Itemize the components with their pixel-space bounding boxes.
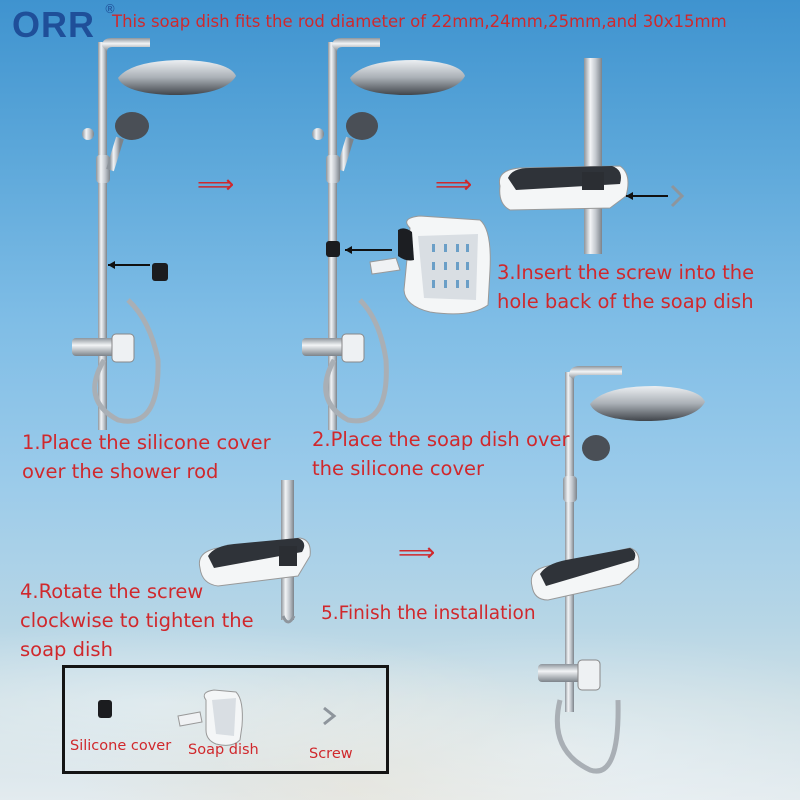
soap-dish-label: Soap dish (188, 742, 259, 758)
soap-dish-part (177, 689, 243, 746)
brand-logo: ORR (12, 4, 95, 46)
step-arrow-1: ⟹ (197, 170, 235, 200)
shower-set-step1 (72, 38, 236, 430)
step-arrow-3: ⟹ (398, 538, 436, 568)
fit-note: This soap dish fits the rod diameter of … (112, 12, 727, 31)
step-5-caption: 5.Finish the installation (321, 603, 536, 624)
shower-set-step5 (530, 366, 705, 774)
silicone-cover-part (98, 700, 112, 718)
step-4-caption: 4.Rotate the screw clockwise to tighten … (20, 580, 254, 661)
step-3-caption: 3.Insert the screw into the hole back of… (497, 261, 755, 313)
pointer-arrowhead-step2 (345, 246, 352, 254)
registered-mark: ® (104, 2, 116, 16)
soap-dish-step3 (498, 58, 685, 254)
step-arrow-2: ⟹ (435, 170, 473, 200)
logo-text: ORR (12, 4, 95, 45)
parts-list-box (62, 665, 389, 774)
pointer-arrowhead-step1 (108, 261, 115, 269)
silicone-cover-label: Silicone cover (70, 738, 172, 754)
step-2-caption: 2.Place the soap dish over the silicone … (312, 428, 570, 480)
screw-label: Screw (309, 746, 353, 762)
soap-dish-step4 (198, 480, 311, 624)
silicone-cover-step1 (152, 263, 168, 281)
shower-set-step2 (302, 38, 465, 430)
soap-dish-step2 (369, 215, 491, 315)
screw-part (323, 706, 337, 726)
seabed-light-pattern (0, 560, 800, 800)
step-1-caption: 1.Place the silicone cover over the show… (22, 431, 271, 483)
